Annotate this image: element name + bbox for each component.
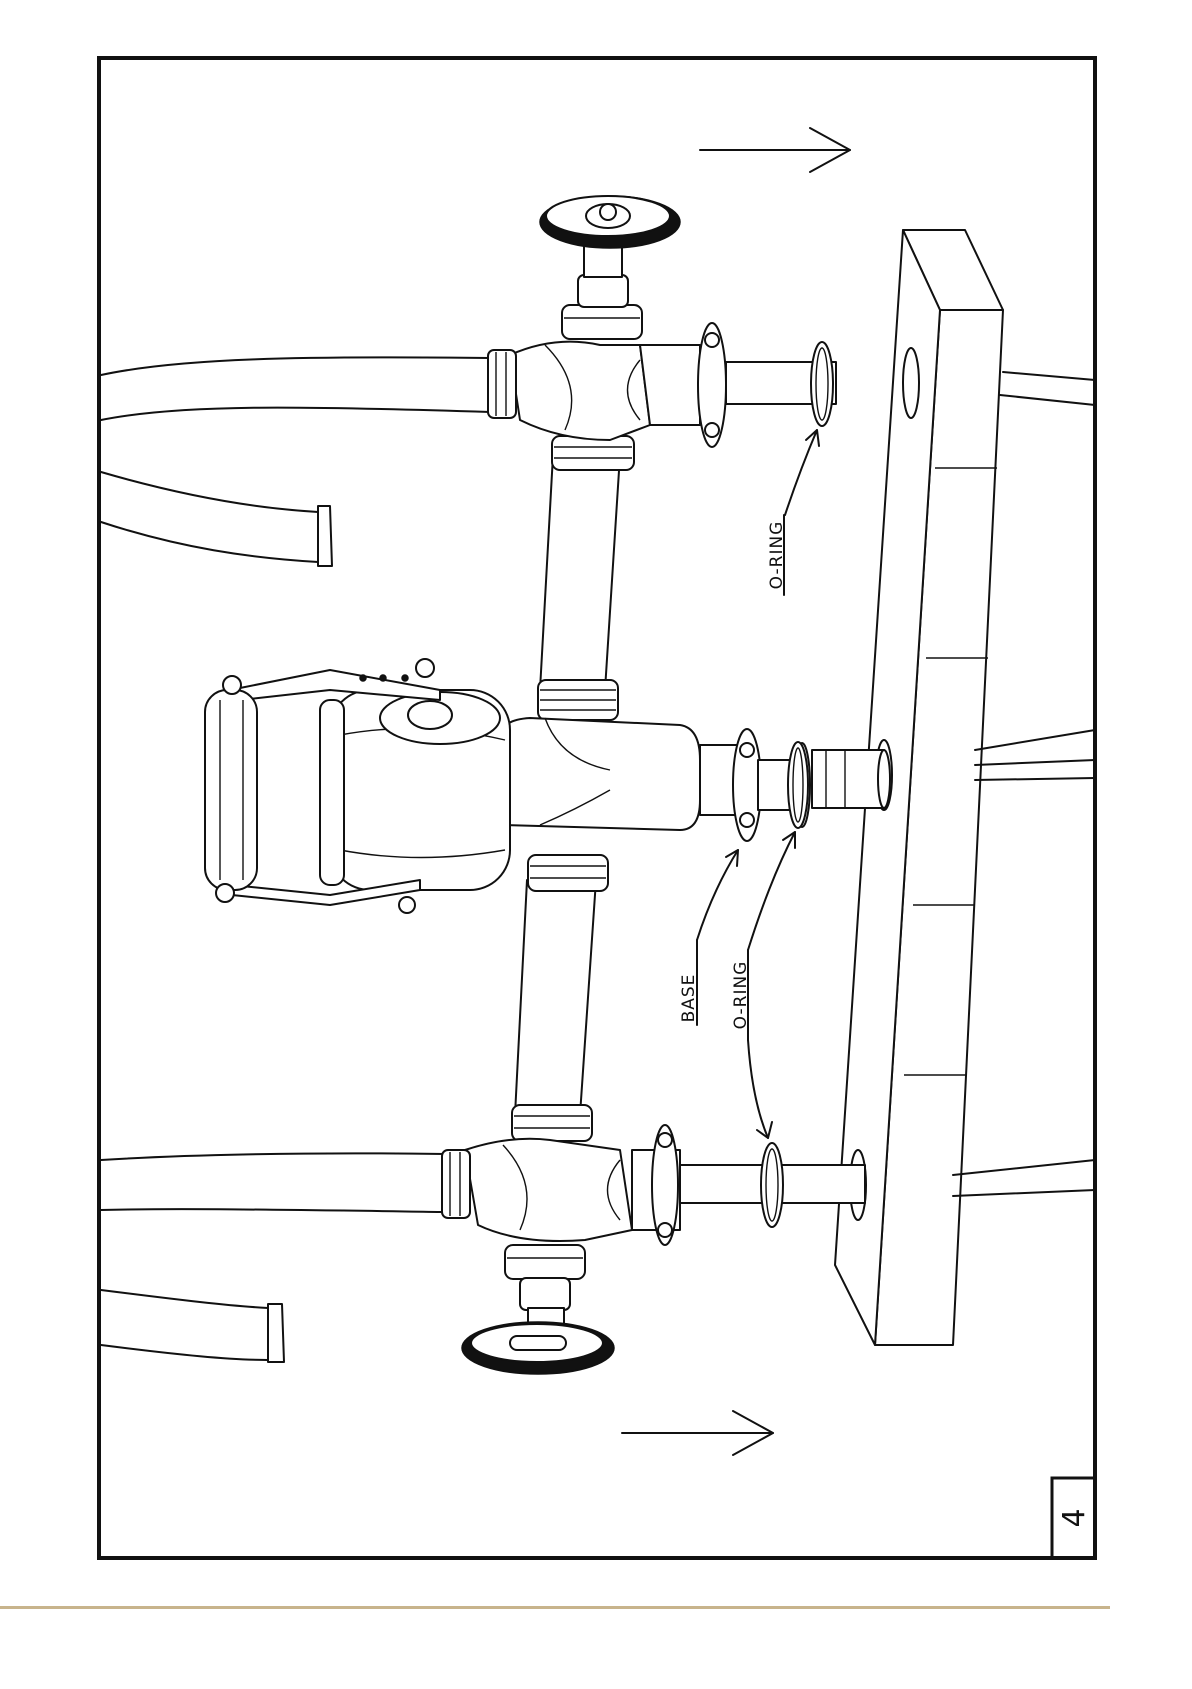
o-ring-lower xyxy=(761,1143,783,1227)
page-number: 4 xyxy=(1057,1508,1092,1527)
central-tee xyxy=(495,718,890,841)
callout-base: BASE xyxy=(679,974,699,1023)
arrow-bottom xyxy=(622,1411,773,1455)
upper-valve xyxy=(488,196,836,447)
lower-valve xyxy=(442,1125,865,1374)
o-ring-center xyxy=(788,742,808,828)
hose-upper xyxy=(101,357,490,566)
callout-o-ring-bottom: O-RING xyxy=(731,961,751,1030)
leader-o-ring-upper xyxy=(784,430,819,595)
footer-divider xyxy=(0,1606,1110,1609)
leader-o-ring-lower xyxy=(748,832,795,1138)
arrow-top xyxy=(700,128,850,172)
hose-lower xyxy=(101,1153,445,1362)
callout-o-ring-top: O-RING xyxy=(767,521,787,590)
page-number-box: 4 xyxy=(1052,1478,1095,1558)
o-ring-upper xyxy=(811,342,833,426)
pump-assembly xyxy=(205,659,510,913)
